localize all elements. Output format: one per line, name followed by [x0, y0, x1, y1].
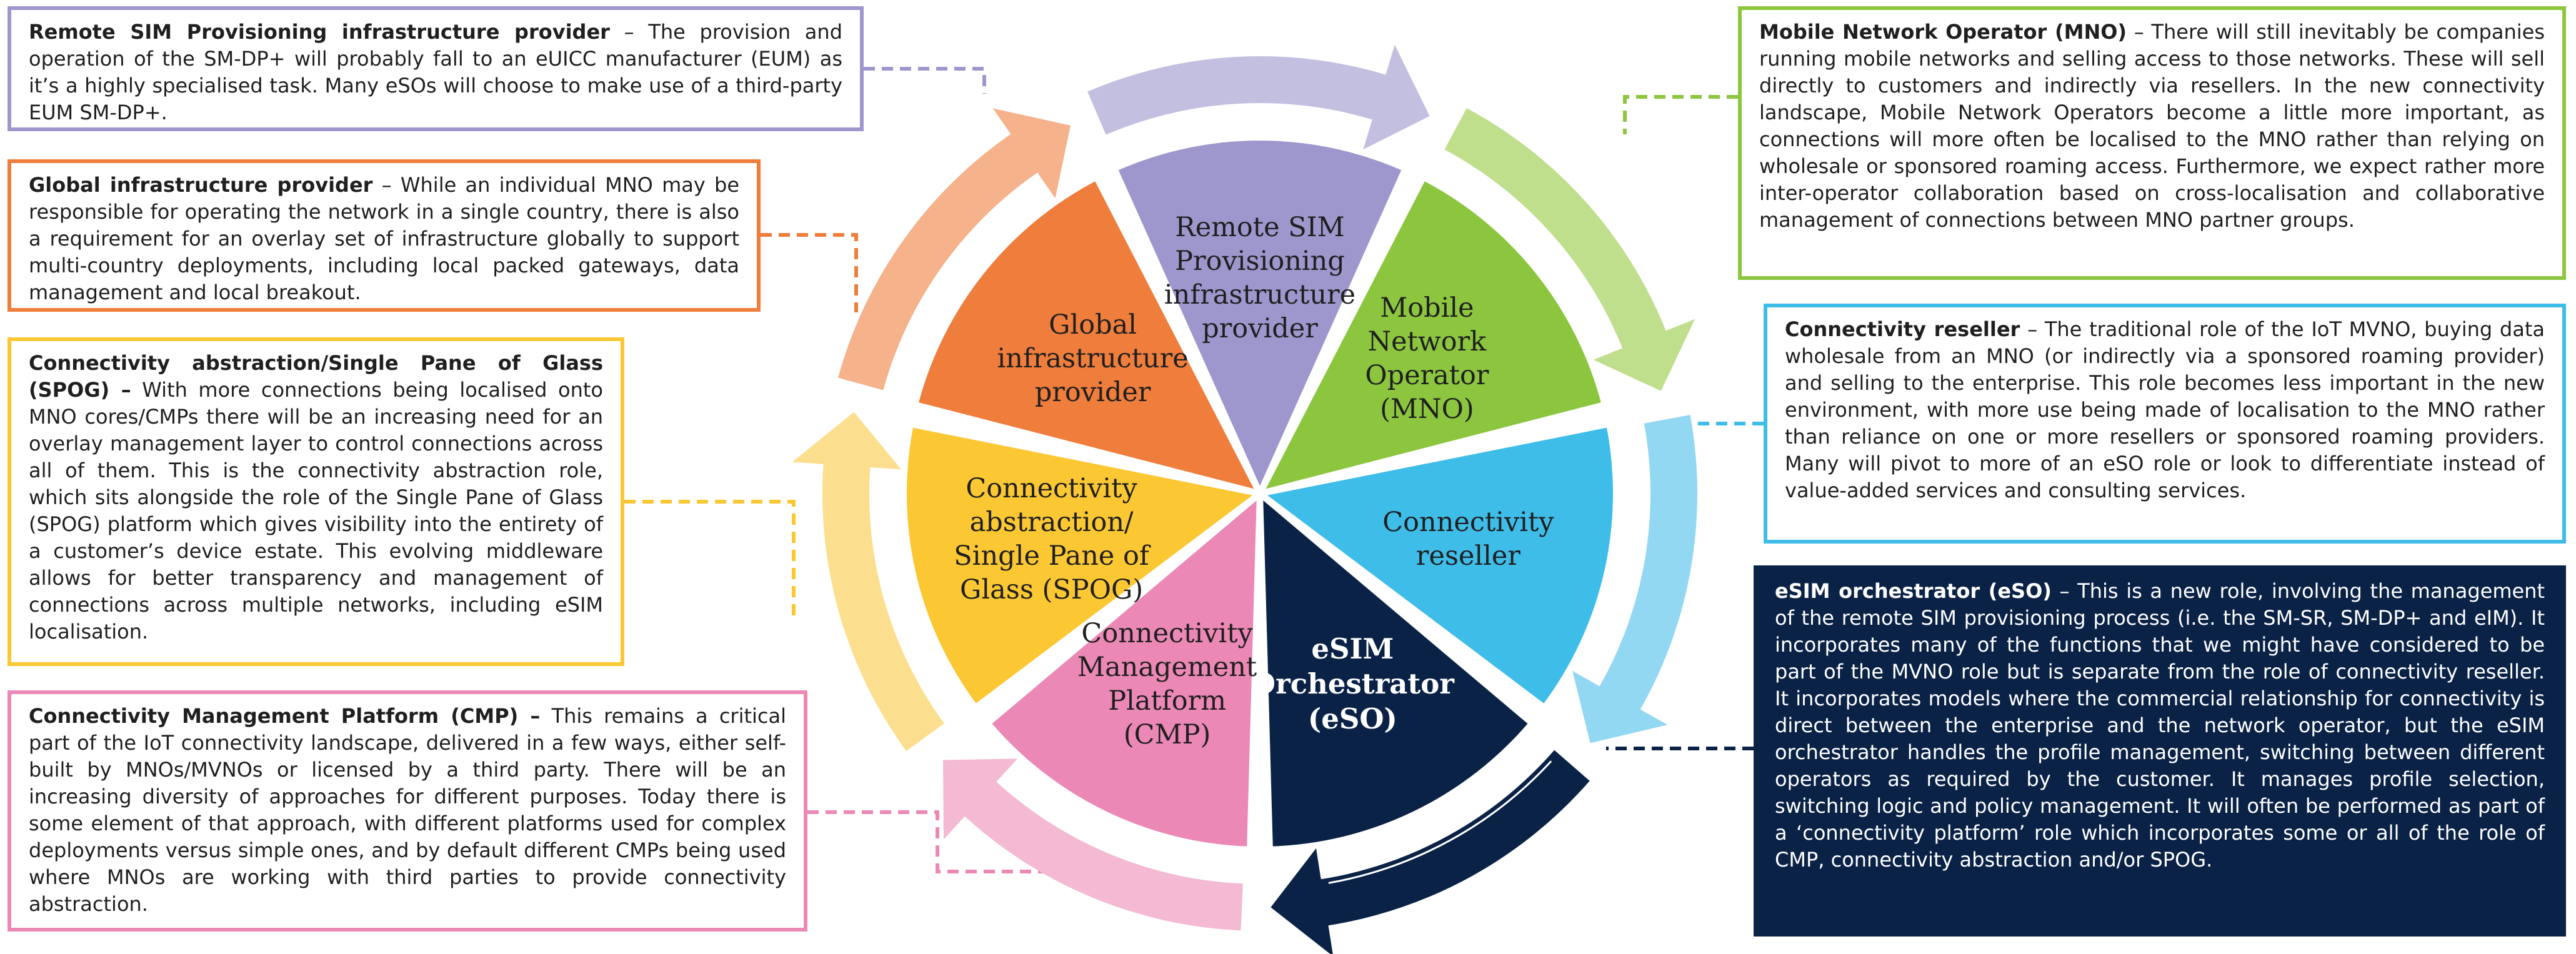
connector-spog	[624, 500, 796, 619]
arrow-mno	[1444, 108, 1695, 391]
segment-mno	[1254, 172, 1609, 499]
box-global-title: Global infrastructure provider	[29, 173, 373, 197]
segment-label-spog-line: Glass (SPOG)	[960, 574, 1143, 605]
segment-label-global-line: provider	[1035, 377, 1151, 408]
segment-label-cmp-line: Management	[1077, 652, 1257, 683]
box-mno-title: Mobile Network Operator (MNO)	[1759, 20, 2127, 44]
arrow-eso-outline	[1328, 760, 1552, 884]
arrow-spog	[792, 412, 944, 752]
box-cmp-title: Connectivity Management Platform (CMP) –	[29, 704, 541, 728]
box-cmp: Connectivity Management Platform (CMP) –…	[7, 690, 807, 932]
segment-label-mno-line: Network	[1368, 326, 1487, 357]
box-spog: Connectivity abstraction/Single Pane of …	[7, 337, 624, 666]
box-reseller-body: – The traditional role of the IoT MVNO, …	[1785, 317, 2545, 503]
box-cmp-body: This remains a critical part of the IoT …	[29, 704, 786, 917]
segment-label-spog-line: Connectivity	[966, 473, 1137, 504]
segment-spog	[901, 420, 1267, 712]
segment-eso	[1256, 486, 1537, 853]
segment-label-rsp-line: Provisioning	[1175, 246, 1345, 277]
box-spog-body: With more connections being localised on…	[29, 378, 604, 644]
arrow-reseller	[1572, 415, 1697, 743]
segment-label-cmp-line: Connectivity	[1081, 618, 1253, 649]
arrow-cmp	[943, 758, 1243, 931]
segment-label-mno-line: (MNO)	[1380, 394, 1474, 425]
box-rsp-title: Remote SIM Provisioning infrastructure p…	[29, 20, 610, 44]
segment-label-spog-line: Single Pane of	[954, 540, 1151, 572]
box-reseller: Connectivity reseller – The traditional …	[1764, 304, 2566, 544]
segment-global	[911, 172, 1266, 499]
connector-cmp	[807, 810, 1119, 873]
arrow-global	[837, 108, 1071, 390]
box-global: Global infrastructure provider – While a…	[7, 159, 761, 312]
segment-label-rsp-line: Remote SIM	[1175, 212, 1344, 243]
box-eso-body: – This is a new role, involving the mana…	[1775, 579, 2545, 872]
segment-label-rsp-line: provider	[1202, 313, 1318, 344]
segment-label-eso-line: (eSO)	[1308, 702, 1397, 735]
box-reseller-title: Connectivity reseller	[1785, 317, 2020, 341]
segment-label-mno-line: Mobile	[1380, 292, 1474, 324]
box-rsp-body: – The provision and operation of the SM-…	[29, 20, 843, 125]
connector-lines	[624, 67, 1764, 873]
box-global-body: – While an individual MNO may be respons…	[29, 173, 739, 305]
segment-label-reseller-line: reseller	[1416, 540, 1520, 572]
segment-rsp	[1110, 134, 1410, 502]
box-mno: Mobile Network Operator (MNO) – There wi…	[1738, 6, 2566, 280]
ring-arrows	[792, 44, 1697, 954]
segment-label-cmp-line: (CMP)	[1124, 719, 1211, 750]
box-mno-body: – There will still inevitably be compani…	[1759, 20, 2545, 232]
connector-rsp	[864, 67, 986, 94]
segment-cmp	[983, 486, 1264, 853]
box-eso: eSIM orchestrator (eSO) – This is a new …	[1754, 565, 2566, 937]
wheel-segments	[901, 134, 1619, 853]
box-eso-title: eSIM orchestrator (eSO)	[1775, 579, 2052, 603]
segment-reseller	[1252, 420, 1619, 712]
segment-label-global-line: Global	[1049, 309, 1137, 340]
segment-label-global-line: infrastructure	[997, 343, 1189, 374]
arrow-rsp	[1087, 44, 1430, 150]
segment-label-eso-line: Orchestrator	[1251, 667, 1455, 700]
box-rsp: Remote SIM Provisioning infrastructure p…	[7, 6, 864, 131]
box-spog-title: Connectivity abstraction/Single Pane of …	[29, 351, 603, 402]
connector-mno	[1623, 95, 1738, 134]
segment-label-rsp-line: infrastructure	[1164, 279, 1355, 311]
segment-label-eso-line: eSIM	[1311, 632, 1394, 665]
segment-label-mno-line: Operator	[1365, 360, 1489, 391]
segment-label-cmp-line: Platform	[1108, 685, 1226, 717]
segment-label-spog-line: abstraction/	[970, 507, 1134, 538]
connector-global	[761, 233, 858, 312]
segment-label-reseller-line: Connectivity	[1382, 507, 1554, 538]
